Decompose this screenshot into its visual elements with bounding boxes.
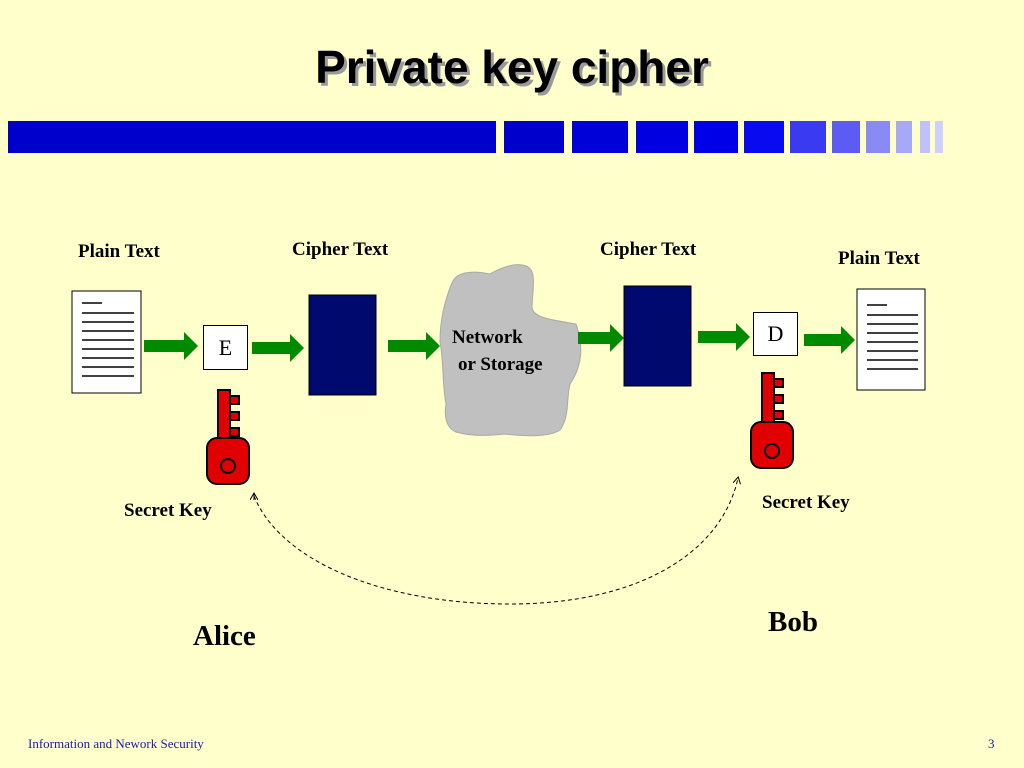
page-title: Private key cipher (315, 41, 709, 93)
title-underline-bar (8, 121, 943, 153)
secret-key-label-receiver: Secret Key (762, 492, 850, 513)
decrypt-box: D (753, 312, 798, 356)
plain-text-label-receiver: Plain Text (838, 248, 920, 269)
key-icon (206, 389, 250, 485)
cipher-block-sender (308, 294, 377, 396)
secret-key-label-sender: Secret Key (124, 500, 212, 521)
arrow-right-icon (804, 326, 855, 354)
key-icon (750, 372, 794, 469)
arrow-right-icon (388, 332, 440, 360)
footer-course-title: Information and Nework Security (28, 736, 204, 751)
cloud-icon (439, 264, 582, 437)
arrow-right-icon (144, 332, 198, 360)
arrow-right-icon (252, 334, 304, 362)
arrow-right-icon (698, 323, 750, 351)
receiver-name: Bob (768, 606, 818, 638)
sender-name: Alice (193, 620, 256, 652)
document-icon (856, 288, 926, 391)
document-icon (71, 290, 142, 394)
encrypt-box: E (203, 325, 248, 370)
cipher-block-receiver (623, 285, 692, 387)
cipher-text-label-sender: Cipher Text (292, 239, 389, 260)
shared-key-curve (253, 478, 738, 605)
cipher-text-label-receiver: Cipher Text (600, 239, 697, 260)
page-number: 3 (988, 736, 995, 751)
network-label: Network (452, 327, 523, 348)
arrow-right-icon (578, 324, 624, 352)
plain-text-label-sender: Plain Text (78, 241, 160, 262)
storage-label: or Storage (458, 354, 543, 375)
